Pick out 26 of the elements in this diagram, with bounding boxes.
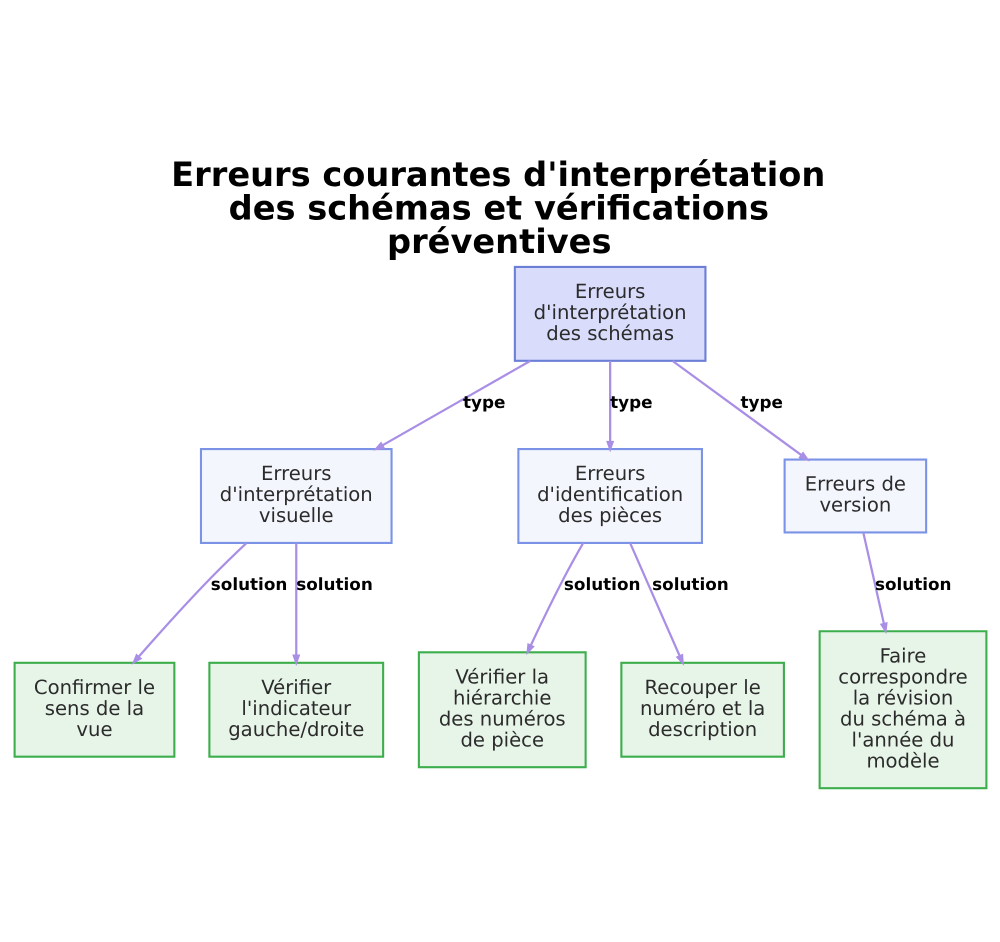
edge-label: type <box>610 391 652 412</box>
edge-label: solution <box>652 574 728 594</box>
arrow <box>131 542 247 664</box>
edge-label: solution <box>563 574 640 594</box>
edge-label: type <box>462 391 505 412</box>
node-box: Erreurs de version <box>783 458 927 533</box>
node-box: Faire correspondre la révision du schéma à l'année du modèle <box>818 630 987 789</box>
node-box: Erreurs d'identification des pièces <box>516 448 702 544</box>
diagram-title: Erreurs courantes d'interprétation des schémas et vérifications préventives <box>170 154 825 261</box>
node-box: Vérifier la hiérarchie des numéros de pièce <box>417 650 586 768</box>
arrow <box>606 360 614 452</box>
arrow <box>672 360 810 461</box>
node-box: Vérifier l'indicateur gauche/droite <box>208 661 384 758</box>
arrow <box>372 360 530 450</box>
node-box: Recouper le numéro et la description <box>620 661 784 758</box>
node-box: Erreurs d'interprétation des schémas <box>513 265 706 362</box>
arrow <box>526 542 584 655</box>
node-box: Erreurs d'interprétation visuelle <box>199 448 392 544</box>
edge-label: type <box>740 391 782 412</box>
edge-label: solution <box>296 574 372 594</box>
edge-label: solution <box>874 574 952 594</box>
arrow <box>628 542 684 666</box>
arrow <box>292 542 300 666</box>
node-box: Confirmer le sens de la vue <box>13 661 175 758</box>
arrow <box>862 532 888 634</box>
edge-label: solution <box>210 574 287 594</box>
